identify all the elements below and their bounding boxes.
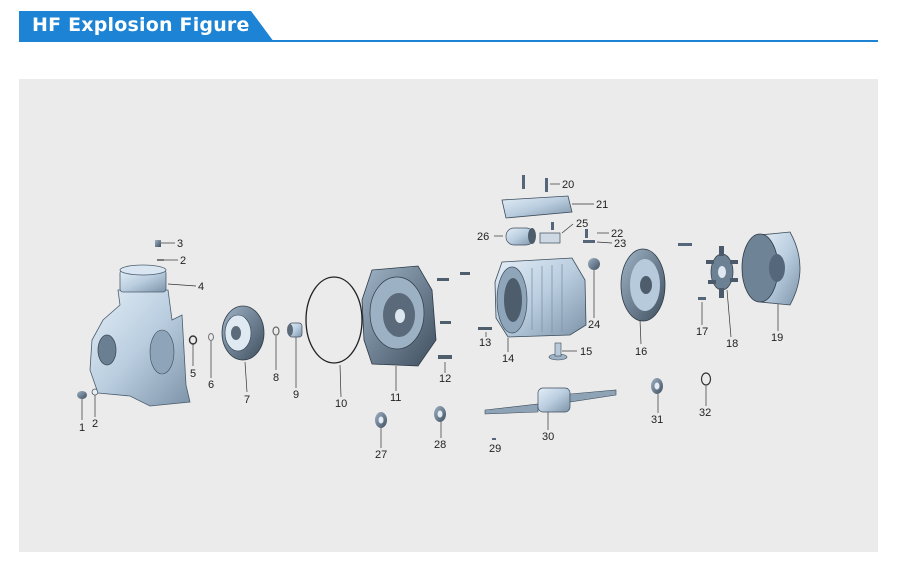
label-4: 4 — [198, 281, 204, 293]
part-8-ring — [272, 326, 280, 336]
label-1: 1 — [79, 422, 85, 434]
label-2-top: 2 — [180, 255, 186, 267]
label-31: 31 — [651, 414, 663, 426]
part-18-fan — [706, 246, 738, 298]
label-6: 6 — [208, 379, 214, 391]
label-17: 17 — [696, 326, 708, 338]
part-15-cable-gland — [548, 342, 568, 361]
part-16-end-cover — [620, 248, 666, 322]
part-22-screw — [585, 229, 588, 238]
label-11: 11 — [390, 392, 401, 404]
label-32: 32 — [699, 407, 711, 419]
part-11-bracket — [361, 265, 437, 367]
label-13: 13 — [479, 337, 491, 349]
part-23-screw — [583, 240, 595, 243]
part-17-clip — [698, 297, 706, 300]
part-3-plug — [155, 240, 161, 247]
part-13-screw — [478, 327, 492, 330]
label-14: 14 — [502, 353, 514, 365]
part-7-impeller — [221, 305, 265, 361]
label-27: 27 — [375, 449, 387, 461]
header-underline — [19, 40, 878, 42]
label-15: 15 — [580, 346, 592, 358]
label-16: 16 — [635, 346, 647, 358]
part-6-ring — [208, 333, 214, 341]
label-12: 12 — [439, 373, 451, 385]
label-19: 19 — [771, 332, 783, 344]
label-2-bottom: 2 — [92, 418, 98, 430]
part-14-motor-housing — [494, 257, 587, 338]
label-20: 20 — [562, 179, 574, 191]
label-28: 28 — [434, 439, 446, 451]
part-12-screws — [437, 272, 470, 359]
part-5-ring — [188, 335, 198, 345]
label-5: 5 — [190, 368, 196, 380]
label-21: 21 — [596, 199, 608, 211]
part-4-pump-body — [89, 264, 191, 407]
label-3: 3 — [177, 238, 183, 250]
part-1-plug — [77, 391, 87, 399]
header-tab — [19, 11, 274, 42]
label-23: 23 — [614, 238, 626, 250]
label-10: 10 — [335, 398, 347, 410]
part-10-o-ring — [305, 276, 363, 364]
label-7: 7 — [244, 394, 250, 406]
label-22: 22 — [611, 228, 623, 240]
part-19-fan-cover — [741, 231, 801, 306]
part-9-mechanical-seal — [287, 322, 303, 338]
part-21-terminal-cover — [501, 195, 573, 219]
part-30-rotor-shaft — [484, 387, 617, 415]
label-9: 9 — [293, 389, 299, 401]
label-30: 30 — [542, 431, 554, 443]
label-18: 18 — [726, 338, 738, 350]
part-26-capacitor — [505, 227, 536, 246]
part-32-ring — [700, 372, 712, 386]
label-26: 26 — [477, 231, 489, 243]
label-29: 29 — [489, 443, 501, 455]
part-20-screws — [522, 175, 548, 192]
label-8: 8 — [273, 372, 279, 384]
page-title: HF Explosion Figure — [32, 14, 250, 36]
label-24: 24 — [588, 319, 600, 331]
part-24-bearing — [588, 258, 600, 270]
label-25: 25 — [576, 218, 588, 230]
part-29-key — [492, 438, 496, 440]
part-25-terminal-block — [539, 232, 561, 244]
